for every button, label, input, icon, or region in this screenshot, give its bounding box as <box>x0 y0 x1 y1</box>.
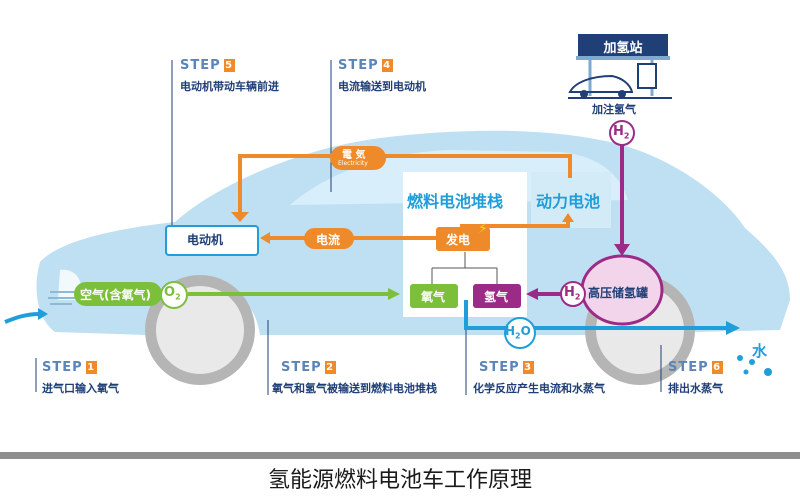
h2o-circle <box>504 317 536 349</box>
o2-circle <box>160 281 188 309</box>
step-4-desc: 电流输送到电动机 <box>338 80 426 93</box>
o2-label: O2 <box>164 285 181 302</box>
motor-box <box>165 225 259 256</box>
step-5-desc: 电动机带动车辆前进 <box>180 80 279 93</box>
water-line <box>464 300 728 330</box>
step-3-desc: 化学反应产生电流和水蒸气 <box>473 382 605 395</box>
power-battery-title: 动力电池 <box>536 192 601 211</box>
water-drops <box>737 355 772 376</box>
step-1-desc: 进气口输入氧气 <box>42 382 119 395</box>
arrow-h2-down <box>614 244 630 256</box>
step-guide-lines <box>35 60 662 395</box>
air-label: 空气(含氧气) <box>80 288 151 302</box>
tank-label: 高压储氢罐 <box>588 286 649 300</box>
station-sign: 加氢站 <box>603 41 643 56</box>
h2-top-circle <box>609 120 635 146</box>
lightning-icon: ⚡ <box>478 221 488 237</box>
arrow-air <box>388 288 400 300</box>
current-label: 电流 <box>316 233 341 247</box>
arrow-current-to-motor <box>260 232 270 244</box>
station-caption: 加注氢气 <box>592 103 636 116</box>
caption-divider <box>0 452 800 459</box>
generate-label: 发电 <box>446 233 471 247</box>
h2-left-label: H2 <box>564 285 581 302</box>
water-label: 水 <box>752 342 768 360</box>
motor-label: 电动机 <box>187 233 224 247</box>
diagram-caption: 氢能源燃料电池车工作原理 <box>267 468 532 493</box>
oxygen-box <box>410 284 458 308</box>
arrow-h2-left <box>526 288 538 300</box>
fuel-cell-stack-title: 燃料电池堆栈 <box>407 192 504 211</box>
oxygen-label: 氧气 <box>421 290 446 304</box>
hydrogen-box <box>473 284 521 308</box>
h2-top-label: H2 <box>613 124 630 141</box>
electricity-en-label: Electricity <box>338 160 368 167</box>
electricity-pill <box>330 146 386 170</box>
arrow-to-battery <box>562 213 574 222</box>
current-pill <box>304 228 354 249</box>
hydrogen-station <box>568 34 672 99</box>
air-pill <box>74 282 162 306</box>
arrow-to-motor <box>231 212 249 222</box>
h2-left-circle <box>560 281 586 307</box>
arrow-water <box>726 321 740 335</box>
h2o-label: H2O <box>505 324 531 341</box>
generate-box <box>436 227 490 251</box>
intake-arrow <box>4 312 41 324</box>
electricity-cn-label: 電 気 <box>342 150 366 161</box>
step-2-desc: 氧气和氢气被输送到燃料电池堆栈 <box>272 382 437 395</box>
step-6-desc: 排出水蒸气 <box>668 382 723 395</box>
hydrogen-label: 氢气 <box>484 290 509 304</box>
